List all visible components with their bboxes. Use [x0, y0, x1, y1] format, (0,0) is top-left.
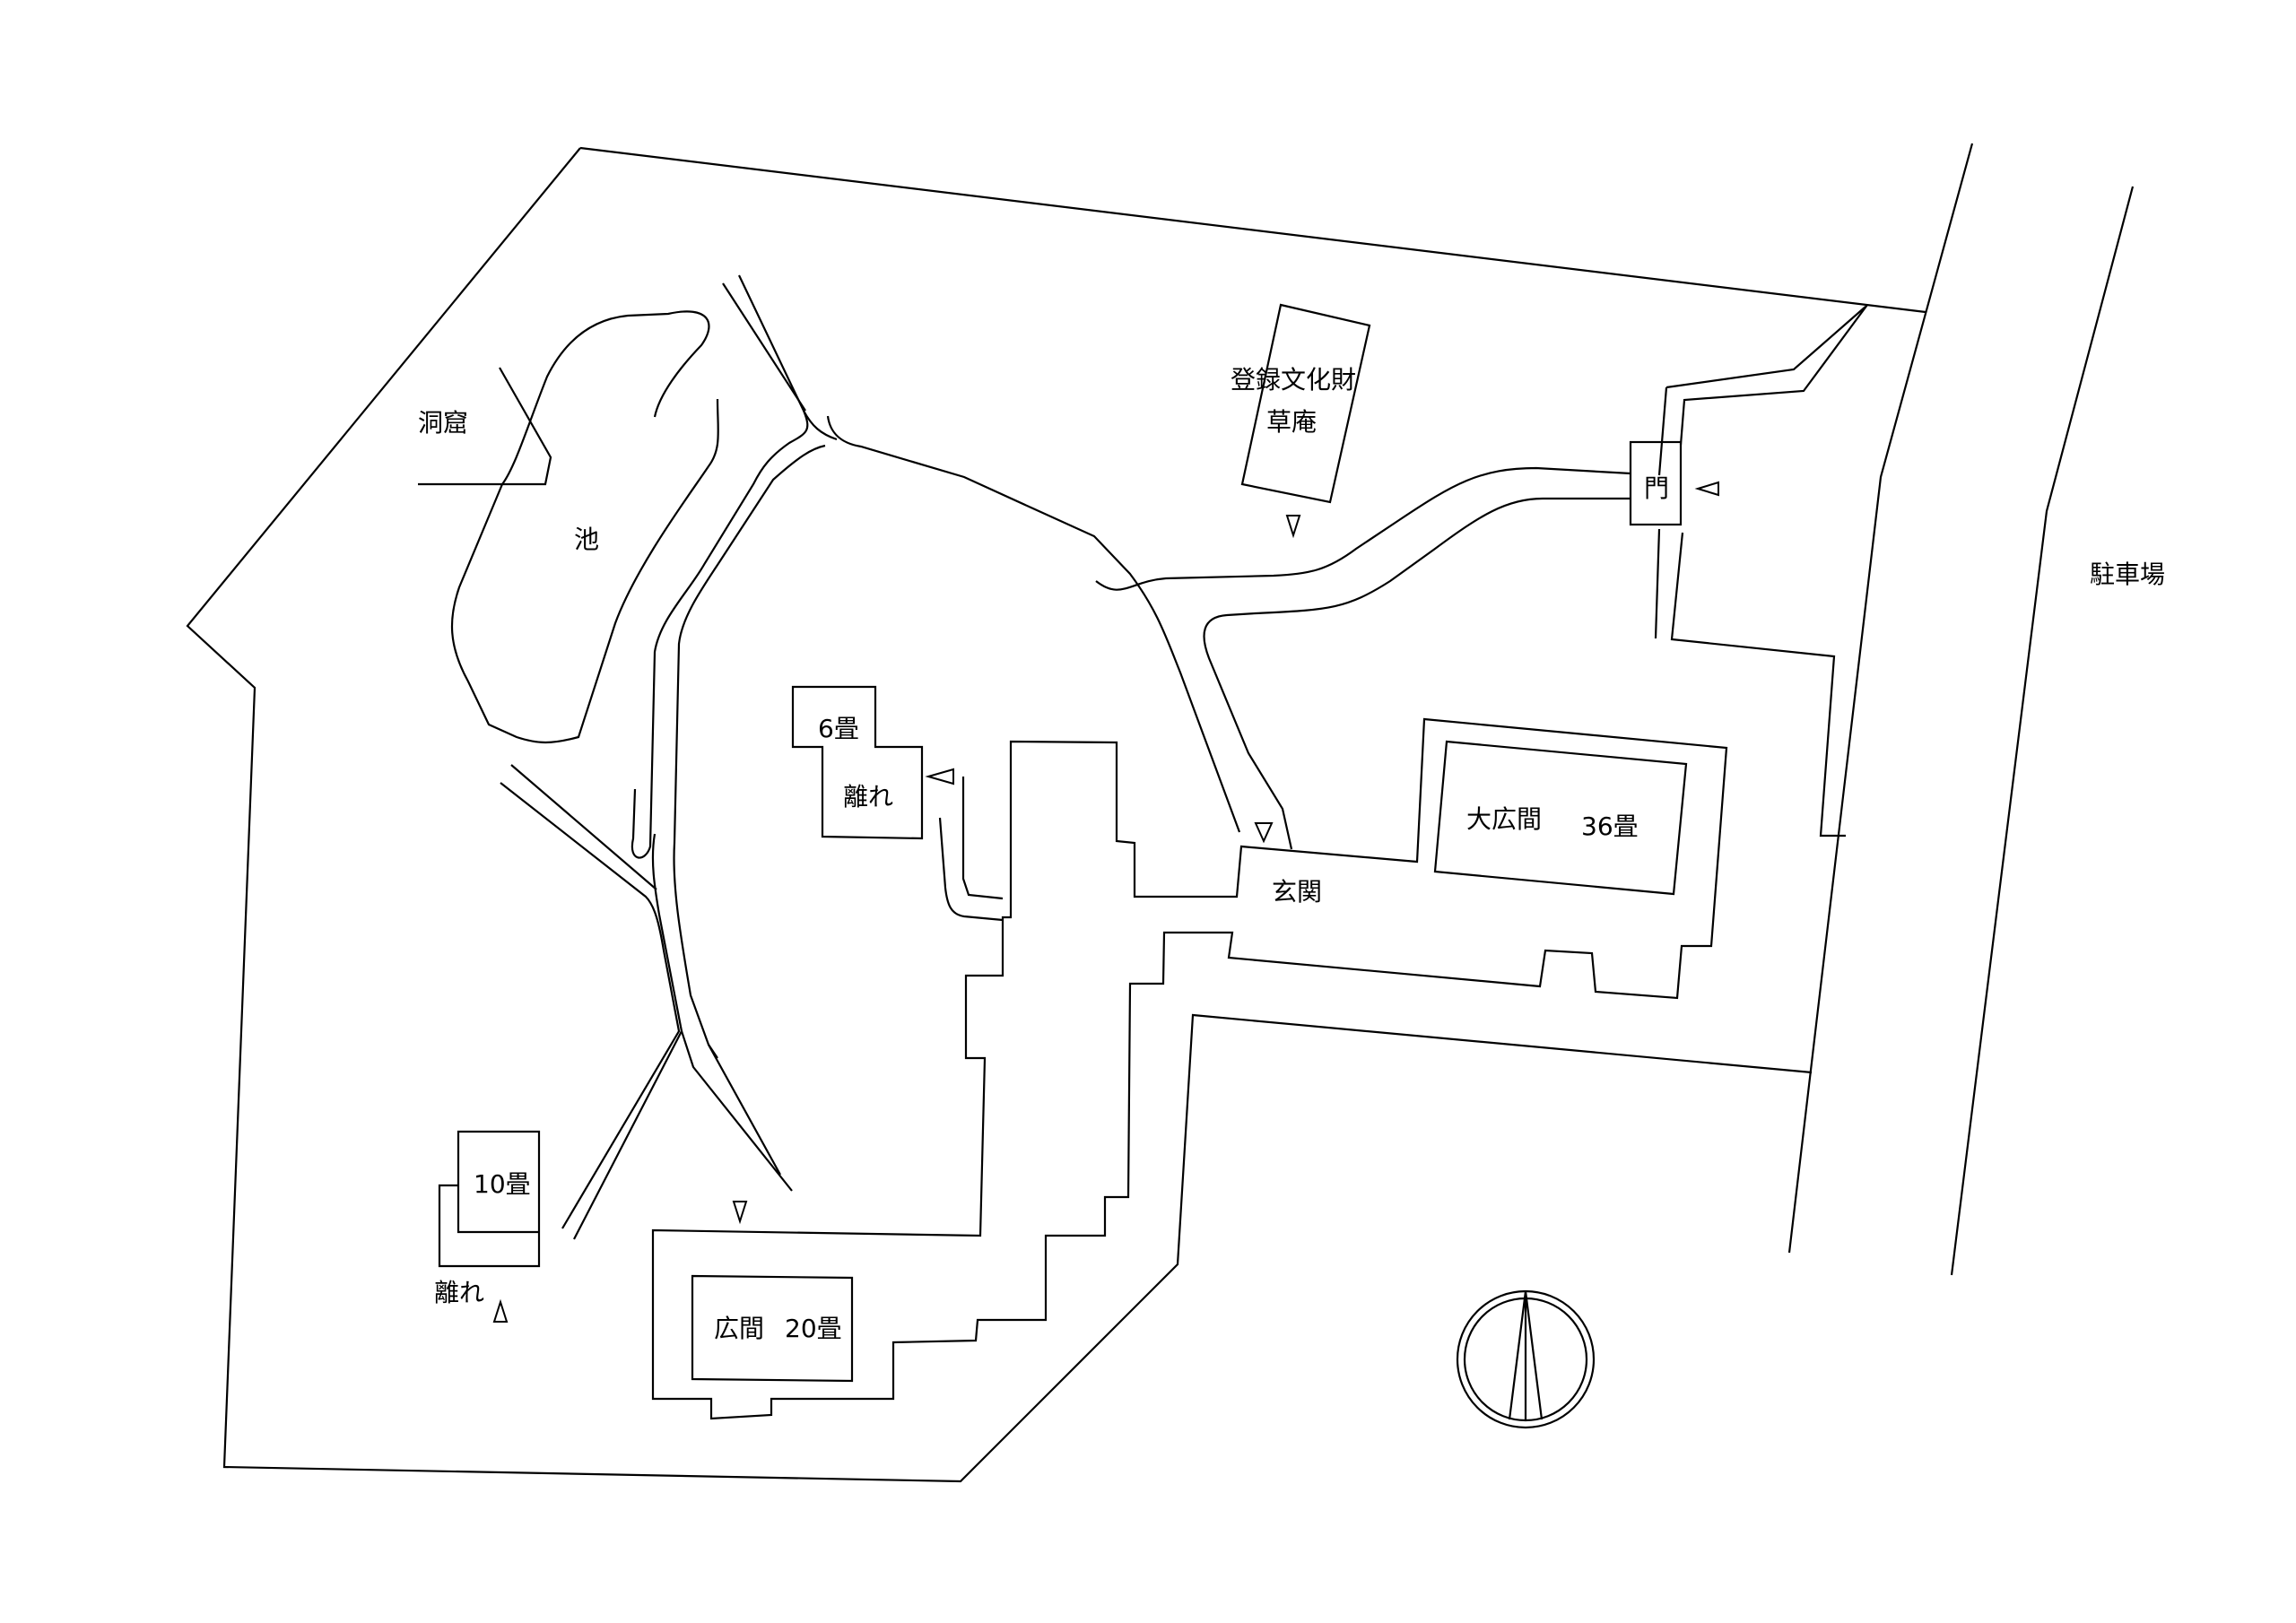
cave-label: 洞窟 [418, 408, 468, 438]
annex-10-name-label: 離れ [434, 1278, 484, 1307]
entry-triangle-marker [1254, 822, 1274, 844]
garden-path-outer [631, 274, 809, 859]
cultural-property-building [1240, 303, 1371, 504]
north-arrow-compass [1456, 1289, 1596, 1429]
entry-triangle-marker [492, 1298, 509, 1323]
property-boundary [186, 146, 1926, 1483]
gate-label: 門 [1644, 473, 1669, 503]
entrance-label: 玄関 [1272, 877, 1322, 907]
path-left-diag-b [500, 782, 681, 1229]
pond-label: 池 [574, 525, 599, 554]
annex-6-name-label: 離れ [843, 782, 893, 812]
street-east-edge [1950, 186, 2135, 1276]
path-curve-inner [673, 444, 826, 1176]
cave-outline [418, 367, 552, 486]
annex-6-size-label: 6畳 [818, 714, 859, 743]
entry-triangle-marker [1285, 515, 1301, 539]
annex-10-building [438, 1130, 541, 1268]
annex-10-size-label: 10畳 [474, 1169, 531, 1199]
path-left-branch [573, 833, 683, 1240]
entry-triangle-marker [1694, 481, 1719, 497]
entry-triangle-marker [732, 1201, 748, 1225]
gate-building [1629, 440, 1683, 526]
pond-outline [450, 310, 719, 744]
great-hall-size-label: 36畳 [1581, 812, 1639, 841]
entry-triangle-marker [925, 768, 954, 785]
great-hall-name-label: 大広間 [1466, 804, 1542, 834]
path-left-diag-a [510, 764, 657, 890]
garden-path-inner [722, 282, 806, 412]
gate-wall [1670, 304, 1868, 838]
gate-side-wall [1654, 306, 1866, 639]
cultural-property-label: 登録文化財 [1231, 365, 1356, 395]
great-hall-room [1433, 740, 1688, 896]
annex-6-approach [938, 777, 1004, 922]
gate-path-bottom [1203, 497, 1631, 850]
hall-name-label: 広間 [714, 1314, 764, 1343]
street-west-edge [1787, 143, 1974, 1254]
annex-6-building [791, 685, 924, 840]
main-building-outline [651, 717, 1728, 1420]
cultural-property-sublabel: 草庵 [1266, 407, 1317, 437]
gate-path-top [1095, 466, 1631, 591]
path-to-hall [680, 1030, 793, 1192]
hall-room [691, 1274, 854, 1383]
path-curve-top [826, 415, 1241, 833]
path-curve-second [803, 410, 838, 441]
hall-size-label: 20畳 [785, 1314, 842, 1343]
parking-label: 駐車場 [2090, 560, 2165, 589]
